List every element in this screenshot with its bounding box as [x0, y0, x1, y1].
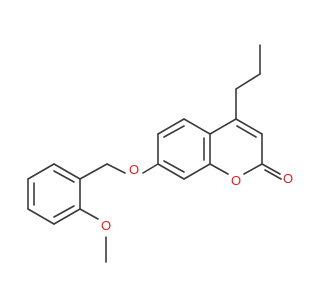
benzyloxy-linker — [79, 163, 159, 180]
bond — [106, 163, 126, 174]
bond — [27, 208, 55, 225]
bond — [209, 118, 237, 135]
bond — [53, 208, 81, 225]
bond — [79, 163, 108, 180]
bond — [264, 169, 282, 180]
bond — [236, 125, 257, 138]
atom-ring-oxygen: O — [231, 173, 241, 188]
bond — [142, 163, 159, 174]
atom-label: O — [283, 171, 293, 186]
atom-label: O — [101, 218, 111, 233]
bond — [163, 125, 185, 138]
bond — [53, 205, 75, 218]
bond — [157, 163, 185, 180]
structure-canvas: O O O O — [27, 44, 294, 263]
bond — [261, 163, 281, 175]
atom-label: O — [129, 162, 139, 177]
methoxyphenyl-ring — [27, 163, 81, 225]
bond — [79, 208, 99, 220]
bond — [183, 163, 211, 180]
propyl-chain — [235, 44, 261, 120]
benzo-ring — [157, 118, 211, 180]
bond — [53, 170, 75, 183]
bond — [243, 163, 263, 175]
bond — [157, 118, 185, 135]
atom-ether-oxygen: O — [129, 162, 139, 177]
bond — [209, 163, 229, 175]
atom-carbonyl-oxygen: O — [283, 171, 293, 186]
bond — [235, 73, 261, 90]
atom-methoxy-oxygen: O — [101, 218, 111, 233]
bond — [235, 118, 263, 135]
molecule-structure: O O O O — [27, 44, 293, 263]
methoxy-group — [79, 208, 107, 263]
pyrone-ring — [209, 118, 282, 180]
bond — [27, 163, 55, 180]
bond — [163, 160, 185, 173]
bond — [183, 118, 211, 135]
bond — [53, 163, 81, 180]
atom-label: O — [231, 173, 241, 188]
